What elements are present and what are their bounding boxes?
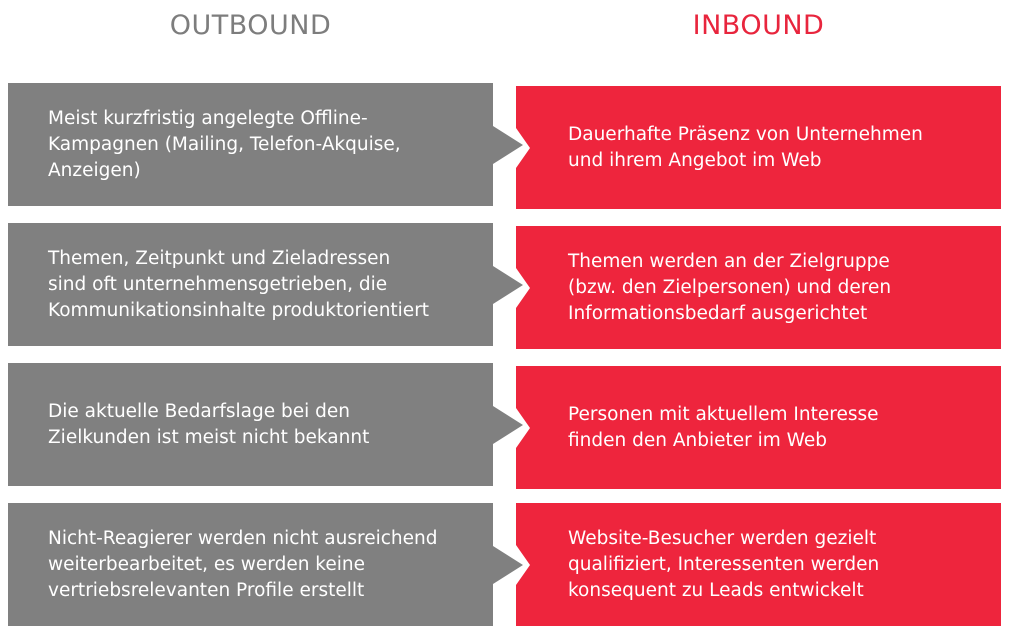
- outbound-text-1: Meist kurzfristig angelegte Offline- Kam…: [48, 106, 401, 184]
- inbound-text-1: Dauerhafte Präsenz von Unternehmen und i…: [568, 122, 923, 174]
- outbound-text-4-line-1: Nicht-Reagierer werden nicht ausreichend: [48, 527, 438, 549]
- outbound-text-1-line-1: Meist kurzfristig angelegte Offline-: [48, 107, 368, 129]
- inbound-text-3: Personen mit aktuellem Interesse finden …: [568, 402, 878, 454]
- outbound-text-2-line-2: sind oft unternehmensgetrieben, die: [48, 273, 388, 295]
- outbound-text-2: Themen, Zeitpunkt und Zieladressen sind …: [48, 246, 429, 324]
- outbound-text-3: Die aktuelle Bedarfslage bei den Zielkun…: [48, 399, 369, 451]
- inbound-text-2-line-3: Informationsbedarf ausgerichtet: [568, 302, 868, 324]
- outbound-text-4-line-2: weiterbearbeitet, es werden keine: [48, 553, 365, 575]
- inbound-text-2: Themen werden an der Zielgruppe (bzw. de…: [568, 249, 891, 327]
- inbound-text-3-line-2: finden den Anbieter im Web: [568, 429, 827, 451]
- outbound-box-2: Themen, Zeitpunkt und Zieladressen sind …: [8, 223, 523, 346]
- outbound-box-1: Meist kurzfristig angelegte Offline- Kam…: [8, 83, 523, 206]
- outbound-text-2-line-3: Kommunikationsinhalte produktorientiert: [48, 299, 430, 321]
- outbound-box-4: Nicht-Reagierer werden nicht ausreichend…: [8, 503, 523, 626]
- inbound-text-4-line-2: qualifiziert, Interessenten werden: [568, 553, 880, 575]
- inbound-text-4: Website-Besucher werden gezielt qualifiz…: [568, 526, 879, 604]
- inbound-text-3-line-1: Personen mit aktuellem Interesse: [568, 403, 879, 425]
- inbound-box-1: Dauerhafte Präsenz von Unternehmen und i…: [516, 86, 1001, 209]
- inbound-text-1-line-2: und ihrem Angebot im Web: [568, 149, 822, 171]
- inbound-box-3: Personen mit aktuellem Interesse finden …: [516, 366, 1001, 489]
- inbound-text-4-line-3: konsequent zu Leads entwickelt: [568, 579, 864, 601]
- outbound-box-3: Die aktuelle Bedarfslage bei den Zielkun…: [8, 363, 523, 486]
- outbound-text-1-line-2: Kampagnen (Mailing, Telefon-Akquise,: [48, 133, 401, 155]
- inbound-header: INBOUND: [692, 10, 825, 41]
- inbound-text-4-line-1: Website-Besucher werden gezielt: [568, 527, 877, 549]
- inbound-text-2-line-1: Themen werden an der Zielgruppe: [568, 250, 890, 272]
- outbound-text-3-line-1: Die aktuelle Bedarfslage bei den: [48, 400, 350, 422]
- inbound-text-1-line-1: Dauerhafte Präsenz von Unternehmen: [568, 123, 923, 145]
- outbound-text-3-line-2: Zielkunden ist meist nicht bekannt: [48, 426, 370, 448]
- outbound-text-1-line-3: Anzeigen): [48, 159, 141, 181]
- outbound-text-4: Nicht-Reagierer werden nicht ausreichend…: [48, 526, 437, 604]
- inbound-text-2-line-2: (bzw. den Zielpersonen) und deren: [568, 276, 892, 298]
- inbound-box-2: Themen werden an der Zielgruppe (bzw. de…: [516, 226, 1001, 349]
- outbound-header: OUTBOUND: [169, 10, 332, 41]
- outbound-text-4-line-3: vertriebsrelevanten Profile erstellt: [48, 579, 365, 601]
- inbound-box-4: Website-Besucher werden gezielt qualifiz…: [516, 503, 1001, 626]
- outbound-text-2-line-1: Themen, Zeitpunkt und Zieladressen: [48, 247, 391, 269]
